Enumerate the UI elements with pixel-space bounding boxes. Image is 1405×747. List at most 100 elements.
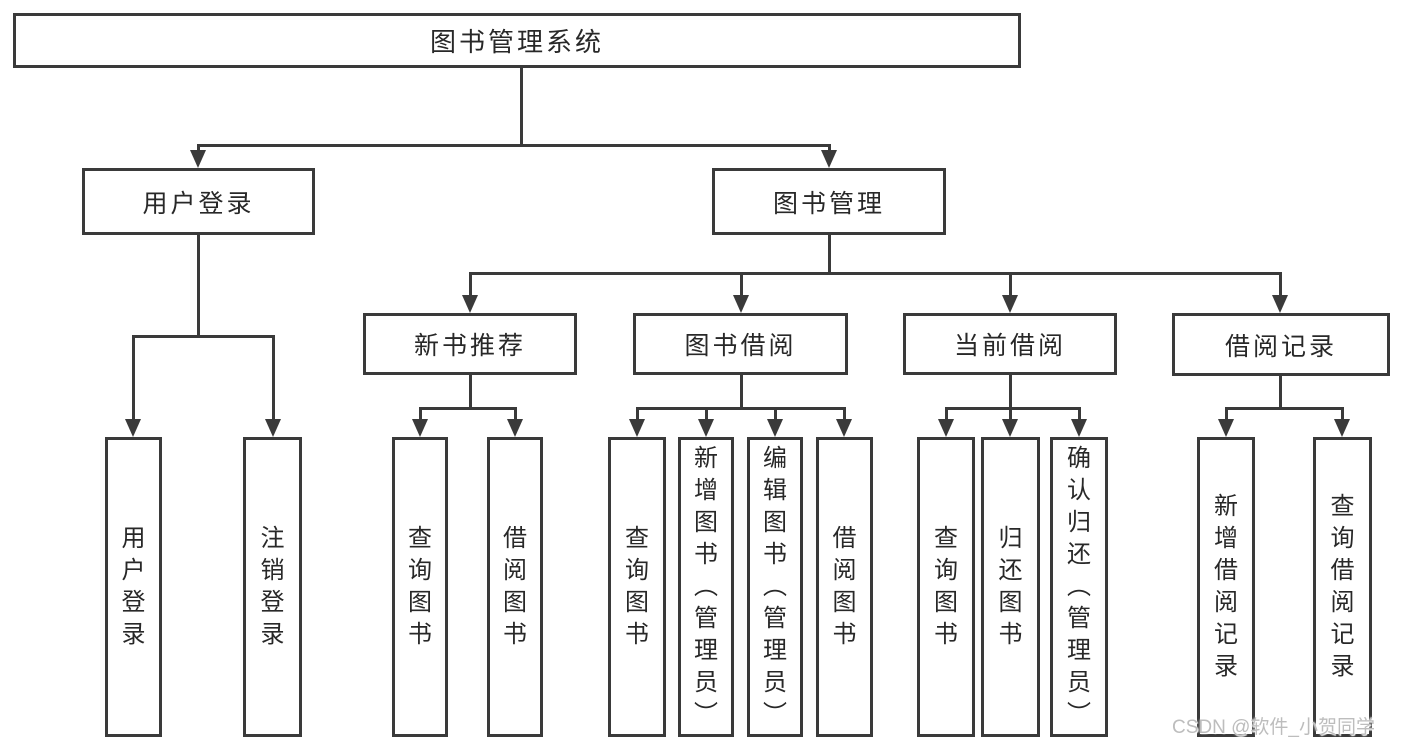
node-book-management-label: 图书管理 xyxy=(772,189,885,218)
leaf-query-books-recommend: 查询图书 xyxy=(392,437,448,737)
leaf-query-books-current: 查询图书 xyxy=(917,437,975,737)
vertical-char: 阅 xyxy=(1330,589,1355,616)
vertical-char: 还 xyxy=(998,557,1023,584)
vertical-char: 借 xyxy=(503,525,527,552)
connector-drop-line xyxy=(636,407,639,419)
connector-drop-line xyxy=(272,335,275,419)
connector-root-stub xyxy=(520,67,523,144)
arrowhead-down xyxy=(462,295,478,313)
connector-level3-branch xyxy=(469,272,1281,275)
vertical-char: 书 xyxy=(625,621,649,648)
node-label: 当前借阅 xyxy=(953,332,1066,360)
node-current-borrowing: 当前借阅 xyxy=(903,313,1117,375)
connector-group-stub xyxy=(740,375,743,407)
connector-root-branch xyxy=(197,144,831,147)
vertical-char: ︵ xyxy=(1067,573,1091,600)
arrowhead-down xyxy=(938,419,954,437)
connector-drop-line xyxy=(514,407,517,419)
arrowhead-down xyxy=(265,419,281,437)
vertical-char: 管 xyxy=(763,605,787,632)
vertical-char: 查 xyxy=(934,525,958,552)
vertical-char: 阅 xyxy=(832,557,857,584)
arrowhead-down xyxy=(767,419,783,437)
vertical-char: ︶ xyxy=(694,701,718,728)
vertical-char: 图 xyxy=(625,589,649,616)
csdn-watermark: CSDN @软件_小贺同学 xyxy=(1172,717,1375,738)
vertical-char: 新 xyxy=(694,445,718,472)
leaf-borrow-books-recommend: 借阅图书 xyxy=(487,437,543,737)
vertical-char: 销 xyxy=(260,557,285,584)
leaf-edit-book-admin: 编辑图书 ︵ 管理员 ︶ xyxy=(747,437,803,737)
arrowhead-down xyxy=(412,419,428,437)
vertical-char: ︵ xyxy=(694,573,718,600)
connector-drop-line xyxy=(774,407,777,419)
vertical-char: 借 xyxy=(1330,557,1355,584)
connector-drop-line xyxy=(1279,272,1282,295)
connector-user-login-branch xyxy=(132,335,275,338)
vertical-char: 确 xyxy=(1067,445,1091,472)
connector-group-stub xyxy=(469,375,472,407)
vertical-char: ︶ xyxy=(763,701,787,728)
connector-drop-line xyxy=(1225,407,1228,419)
connector-drop-line xyxy=(828,144,831,151)
vertical-char: 员 xyxy=(763,669,787,696)
node-book-borrowing: 图书借阅 xyxy=(633,313,848,375)
connector-group-branch xyxy=(419,407,516,410)
vertical-char: 借 xyxy=(1214,557,1238,584)
arrowhead-down xyxy=(836,419,852,437)
connector-group-stub xyxy=(1009,375,1012,407)
vertical-char: 新 xyxy=(1214,493,1238,520)
connector-group-branch xyxy=(945,407,1080,410)
node-user-login: 用户登录 xyxy=(82,168,315,235)
node-new-book-recommendation: 新书推荐 xyxy=(363,313,577,375)
vertical-char: 增 xyxy=(1214,525,1238,552)
leaf-logout: 注销登录 xyxy=(243,437,302,737)
connector-drop-line xyxy=(740,272,743,295)
vertical-char: 员 xyxy=(694,669,718,696)
vertical-char: 归 xyxy=(1067,509,1091,536)
vertical-char: 图 xyxy=(934,589,958,616)
vertical-char: 查 xyxy=(408,525,432,552)
vertical-char: 询 xyxy=(408,557,432,584)
vertical-char: 图 xyxy=(998,589,1023,616)
arrowhead-down xyxy=(190,150,206,168)
vertical-char: 管 xyxy=(1067,605,1091,632)
node-label: 图书借阅 xyxy=(684,332,797,360)
arrowhead-down xyxy=(629,419,645,437)
node-root: 图书管理系统 xyxy=(13,13,1021,68)
vertical-char: 理 xyxy=(694,637,718,664)
leaf-query-borrow-record: 查询借阅记录 xyxy=(1313,437,1372,737)
vertical-char: 理 xyxy=(763,637,787,664)
vertical-char: 编 xyxy=(763,445,787,472)
arrowhead-down xyxy=(1002,419,1018,437)
connector-group-branch xyxy=(1225,407,1343,410)
connector-drop-line xyxy=(1009,407,1012,419)
vertical-char: 书 xyxy=(408,621,432,648)
leaf-user-login: 用户登录 xyxy=(105,437,162,737)
connector-user-login-stub xyxy=(197,235,200,335)
vertical-char: 辑 xyxy=(763,477,787,504)
leaf-return-books: 归还图书 xyxy=(981,437,1040,737)
arrowhead-down xyxy=(1071,419,1087,437)
vertical-char: 书 xyxy=(763,541,787,568)
vertical-char: 管 xyxy=(694,605,718,632)
node-user-login-label: 用户登录 xyxy=(142,189,255,218)
vertical-char: 理 xyxy=(1067,637,1091,664)
vertical-char: 图 xyxy=(763,509,787,536)
arrowhead-down xyxy=(125,419,141,437)
node-root-label: 图书管理系统 xyxy=(429,27,604,57)
vertical-char: 录 xyxy=(1330,653,1355,680)
connector-drop-line xyxy=(945,407,948,419)
vertical-char: 询 xyxy=(625,557,649,584)
node-book-management: 图书管理 xyxy=(712,168,946,235)
vertical-char: 图 xyxy=(503,589,527,616)
vertical-char: ︵ xyxy=(763,573,787,600)
vertical-char: 书 xyxy=(998,621,1023,648)
vertical-char: 询 xyxy=(934,557,958,584)
leaf-query-books-borrowing: 查询图书 xyxy=(608,437,666,737)
vertical-char: 记 xyxy=(1214,621,1238,648)
arrowhead-down xyxy=(821,150,837,168)
connector-drop-line xyxy=(197,144,200,151)
vertical-char: ︶ xyxy=(1067,701,1091,728)
